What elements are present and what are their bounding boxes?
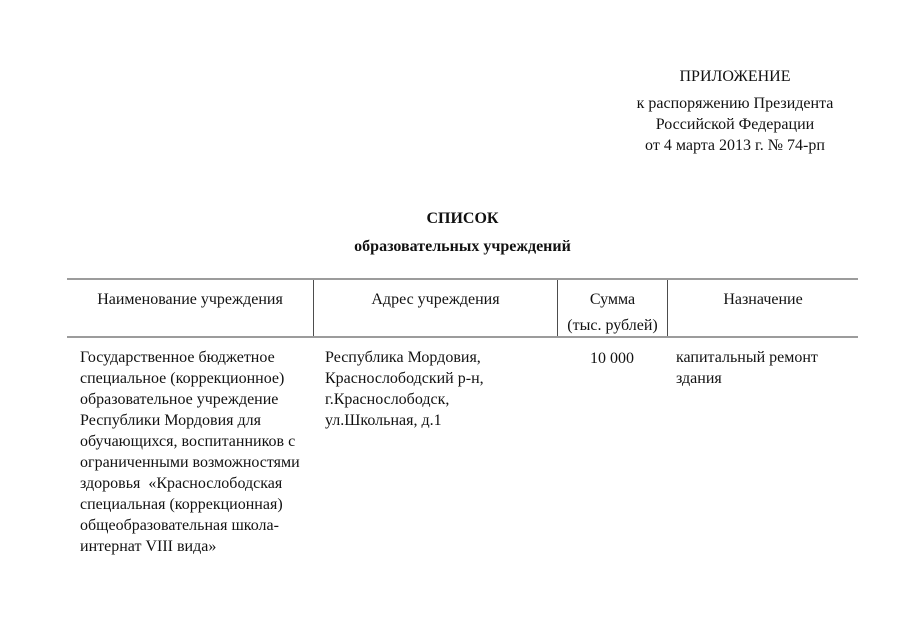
cell-purpose: капитальный ремонт здания bbox=[676, 349, 818, 387]
header-cell-institution-address: Адрес учреждения bbox=[313, 280, 557, 336]
cell-sum: 10 000 bbox=[590, 350, 634, 367]
appendix-heading: ПРИЛОЖЕНИЕ bbox=[679, 68, 791, 85]
header-cell-purpose: Назначение bbox=[667, 280, 858, 336]
institutions-table: Наименование учреждения Адрес учреждения… bbox=[67, 278, 858, 557]
document-title-block: СПИСОК образовательных учреждений bbox=[67, 208, 858, 258]
appendix-reference-lines: к распоряжению Президента Российской Фед… bbox=[636, 95, 834, 154]
header-cell-sum: Сумма (тыс. рублей) bbox=[557, 280, 667, 336]
table-row: Государственное бюджетное специальное (к… bbox=[67, 338, 858, 557]
appendix-block: ПРИЛОЖЕНИЕ к распоряжению Президента Рос… bbox=[610, 66, 860, 156]
table-header-row: Наименование учреждения Адрес учреждения… bbox=[67, 278, 858, 338]
header-cell-institution-name: Наименование учреждения bbox=[97, 291, 283, 308]
page-subtitle: образовательных учреждений bbox=[354, 238, 571, 255]
cell-institution-name: Государственное бюджетное специальное (к… bbox=[80, 349, 300, 555]
page-title: СПИСОК bbox=[426, 210, 499, 227]
cell-institution-address: Республика Мордовия, Краснослободский р-… bbox=[325, 349, 484, 429]
